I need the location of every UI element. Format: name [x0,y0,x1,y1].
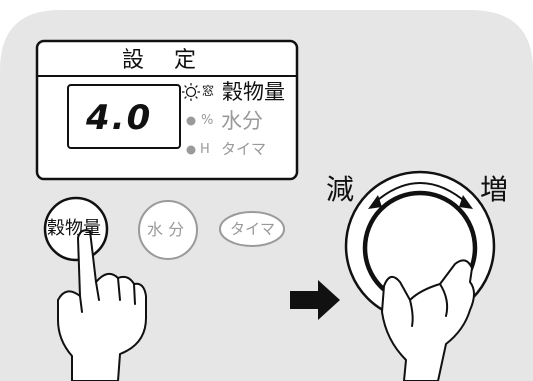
grain-button[interactable]: 穀物量 [47,218,101,239]
indicator-unit-moisture: % [201,113,214,128]
turning-hand-icon [381,259,475,381]
timer-button-shape [219,211,285,247]
rotation-arc [372,182,469,205]
indicator-label-moisture: 水分 [221,109,263,133]
indicator-unit-timer: H [200,142,210,157]
moisture-indicator-dot [186,116,196,126]
indicator-unit-grain: 窓 [202,84,215,98]
right-arrowhead-icon [459,195,473,209]
moisture-button-shape [138,200,198,260]
left-arrowhead-icon [368,195,382,209]
pressing-hand-icon [57,229,147,381]
timer-indicator-dot [186,145,196,155]
lcd-display [67,84,181,149]
indicator-label-timer: タイマ [221,140,267,158]
lcd-value: 4.0 [86,98,153,138]
dial-increase-label: 増 [480,173,509,206]
sun-lit-indicator-icon [182,83,200,101]
moisture-button[interactable]: 水 分 [147,220,185,239]
right-arrow-icon [290,280,340,320]
dial-decrease-label: 減 [326,173,355,206]
indicator-label-grain: 穀物量 [222,80,285,104]
timer-button[interactable]: タイマ [230,220,276,238]
panel-title: 設 定 [122,48,201,73]
